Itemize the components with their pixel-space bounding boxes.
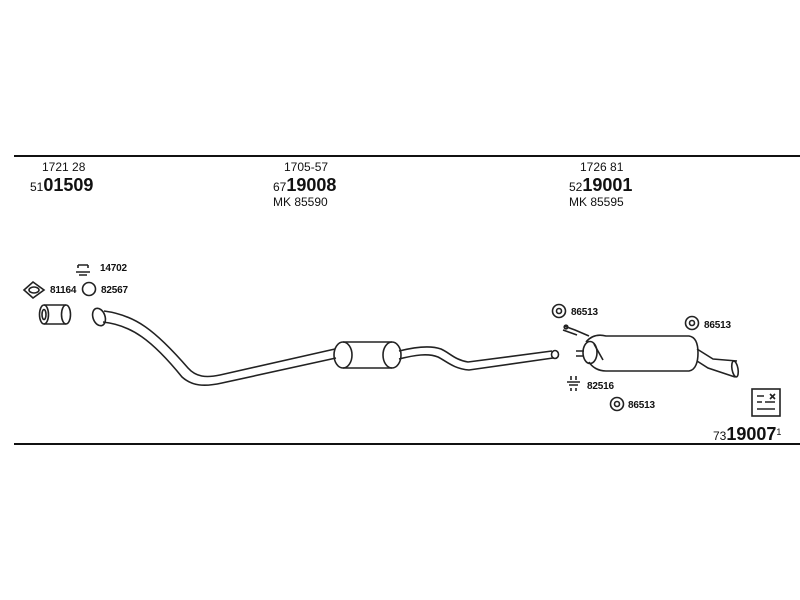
part-ref: 1721 28	[42, 160, 86, 174]
clamp-callout[interactable]: 14702	[100, 263, 127, 274]
rubber-mount-callout[interactable]: 86513	[704, 320, 731, 331]
top-divider	[14, 155, 800, 157]
footer-part-number[interactable]: 73190071	[713, 424, 782, 444]
rubber-mount-icon[interactable]	[551, 303, 567, 319]
ring-icon[interactable]	[81, 281, 97, 297]
part-ref: 1726 81	[580, 160, 624, 174]
front-pipe-with-middle-silencer[interactable]	[90, 306, 560, 387]
bolt-callout[interactable]: 82516	[587, 381, 614, 392]
bolt-icon[interactable]	[567, 376, 580, 391]
catalog-icon[interactable]	[751, 388, 781, 417]
hanger-icon[interactable]	[562, 324, 590, 337]
bottom-divider	[14, 443, 800, 445]
mounting-kit-number: MK 85590	[273, 195, 328, 209]
gasket-icon[interactable]	[22, 280, 46, 300]
ring-callout[interactable]: 82567	[101, 285, 128, 296]
rubber-mount-callout[interactable]: 86513	[628, 400, 655, 411]
rear-silencer-icon[interactable]	[576, 334, 740, 378]
clamp-icon[interactable]	[76, 264, 90, 276]
gasket-callout[interactable]: 81164	[50, 285, 77, 296]
rubber-mount-icon[interactable]	[609, 396, 625, 412]
part-number[interactable]: 5101509	[30, 175, 94, 195]
part-ref: 1705-57	[284, 160, 329, 174]
mounting-kit-number: MK 85595	[569, 195, 624, 209]
part-number[interactable]: 5219001	[569, 175, 633, 195]
rubber-mount-callout[interactable]: 86513	[571, 307, 598, 318]
sleeve-connector-icon[interactable]	[38, 304, 72, 325]
rubber-mount-icon[interactable]	[684, 315, 700, 331]
part-number[interactable]: 6719008	[273, 175, 337, 195]
